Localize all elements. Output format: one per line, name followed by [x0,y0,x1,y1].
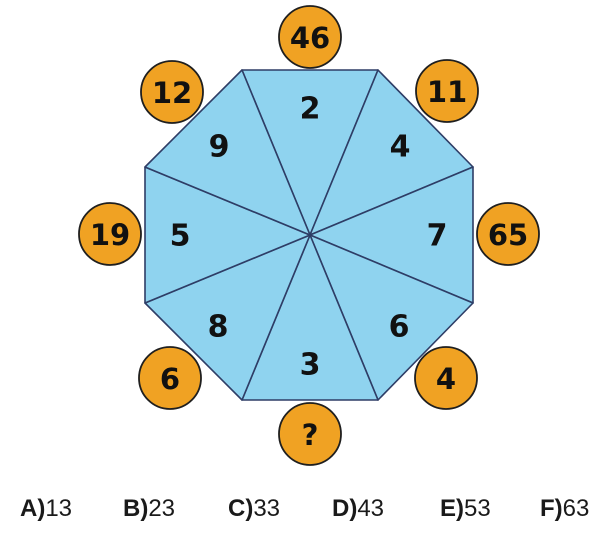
segment-2-number: 4 [390,130,411,165]
option-f-value: 63 [562,495,590,522]
octagon-segments: 2 4 7 6 3 8 5 9 [144,69,474,401]
option-c-value: 33 [253,495,281,522]
outer-circle-1-disc [278,5,342,69]
outer-circle-6: 6 [138,346,202,410]
option-e-value: 53 [464,495,491,522]
option-b[interactable]: B)23 [123,492,175,526]
outer-circle-5: ? [278,402,342,466]
outer-circle-8-disc [140,60,204,124]
outer-circle-2: 11 [415,59,479,123]
outer-circle-8: 12 [140,60,204,124]
segment-6-number: 8 [208,310,229,345]
option-e[interactable]: E)53 [440,492,491,526]
outer-circle-5-disc [278,402,342,466]
option-b-letter: B) [123,495,149,522]
outer-circle-4-number: 4 [436,362,456,396]
outer-circle-3: 65 [476,202,540,266]
segment-7-number: 5 [170,219,191,254]
outer-circle-5-number: ? [302,418,319,452]
outer-circle-2-number: 11 [427,75,467,109]
option-d-value: 43 [357,495,385,522]
outer-circle-6-number: 6 [160,362,180,396]
outer-circle-2-disc [415,59,479,123]
option-d-letter: D) [332,495,358,522]
outer-circle-6-disc [138,346,202,410]
option-f[interactable]: F)63 [540,492,589,526]
option-d[interactable]: D)43 [332,492,384,526]
segment-3-number: 7 [427,219,448,254]
segment-4-number: 6 [389,310,410,345]
octagon-puzzle: 2 4 7 6 3 8 5 9 46 11 65 4? 6 19 12 [78,5,540,466]
option-f-letter: F) [540,495,563,522]
option-a-letter: A) [20,495,46,522]
outer-circle-7-number: 19 [90,218,130,252]
option-a-value: 13 [45,495,73,522]
option-b-value: 23 [148,495,176,522]
outer-circle-4: 4 [414,346,478,410]
outer-circle-1-number: 46 [290,21,330,55]
segment-5-number: 3 [300,348,321,383]
outer-circle-1: 46 [278,5,342,69]
option-e-letter: E) [440,495,464,522]
segment-8-number: 9 [209,130,230,165]
outer-circle-3-number: 65 [488,218,528,252]
segment-1-number: 2 [300,92,321,127]
option-c-letter: C) [228,495,254,522]
option-c[interactable]: C)33 [228,492,280,526]
outer-circle-7-disc [78,202,142,266]
answer-options: A)13 B)23 C)33 D)43 E)53 F)63 [0,492,616,532]
outer-circle-8-number: 12 [152,76,192,110]
segment-8 [144,69,311,236]
option-a[interactable]: A)13 [20,492,72,526]
outer-circle-4-disc [414,346,478,410]
outer-circle-3-disc [476,202,540,266]
outer-circle-7: 19 [78,202,142,266]
